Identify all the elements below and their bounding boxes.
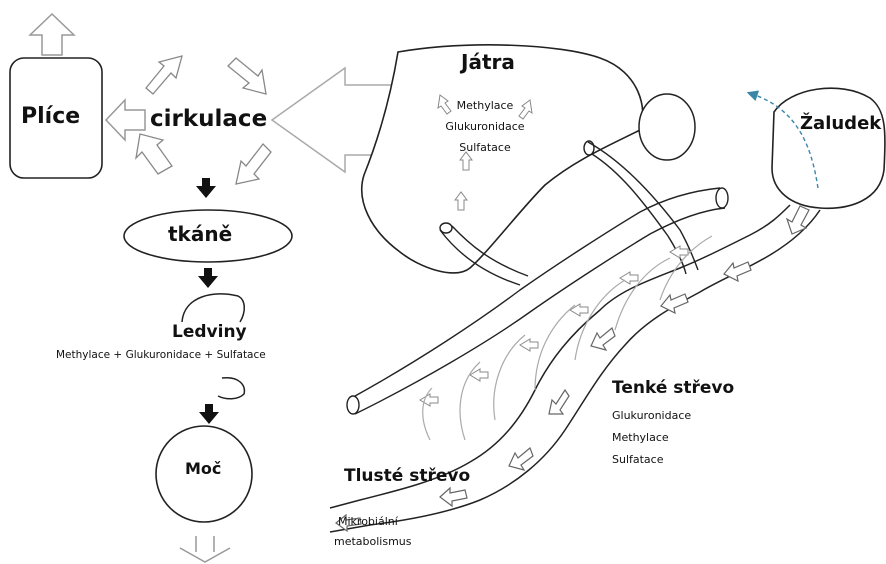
tissues-label: tkáně xyxy=(168,224,232,244)
small-intestine-label: Tenké střevo xyxy=(612,380,734,397)
cycle-arrow-bottom-left xyxy=(136,134,172,174)
stomach-outline xyxy=(772,88,885,208)
large-intestine-process-1: Mikrobiální xyxy=(338,516,398,527)
kidney-bracket-bottom xyxy=(218,378,244,399)
gallbladder xyxy=(639,94,695,160)
kidney-processes: Methylace + Glukuronidace + Sulfatace xyxy=(56,350,266,361)
circulation-label: cirkulace xyxy=(150,108,267,131)
arrow-circulation-to-tissues xyxy=(196,178,216,198)
kidney-bracket-top xyxy=(182,294,244,322)
lungs-label: Plíce xyxy=(21,106,80,128)
urine-exit-mark xyxy=(180,536,230,562)
small-intestine-process-1: Glukuronidace xyxy=(612,410,691,421)
liver-process-2: Glukuronidace xyxy=(434,121,536,132)
small-intestine-process-3: Sulfatace xyxy=(612,454,664,465)
small-intestine-process-2: Methylace xyxy=(612,432,669,443)
liver-process-1: Methylace xyxy=(434,100,536,111)
arrow-tissues-to-kidneys xyxy=(198,268,218,288)
liver-outline xyxy=(362,45,643,273)
urine-label: Moč xyxy=(185,461,221,477)
stomach-label: Žaludek xyxy=(800,115,881,133)
circulation-to-lungs-arrow xyxy=(106,100,145,140)
large-intestine-process-2: metabolismus xyxy=(334,536,412,547)
liver-label: Játra xyxy=(461,52,515,72)
exhale-arrow xyxy=(30,14,74,55)
cycle-arrow-top-left xyxy=(146,56,182,94)
large-intestine-label: Tlusté střevo xyxy=(344,468,470,485)
cycle-arrow-top-right xyxy=(228,58,266,94)
arrow-kidneys-to-urine xyxy=(199,404,219,424)
kidneys-label: Ledviny xyxy=(172,324,247,341)
cycle-arrow-bottom-right xyxy=(236,144,271,184)
liver-process-3: Sulfatace xyxy=(434,142,536,153)
